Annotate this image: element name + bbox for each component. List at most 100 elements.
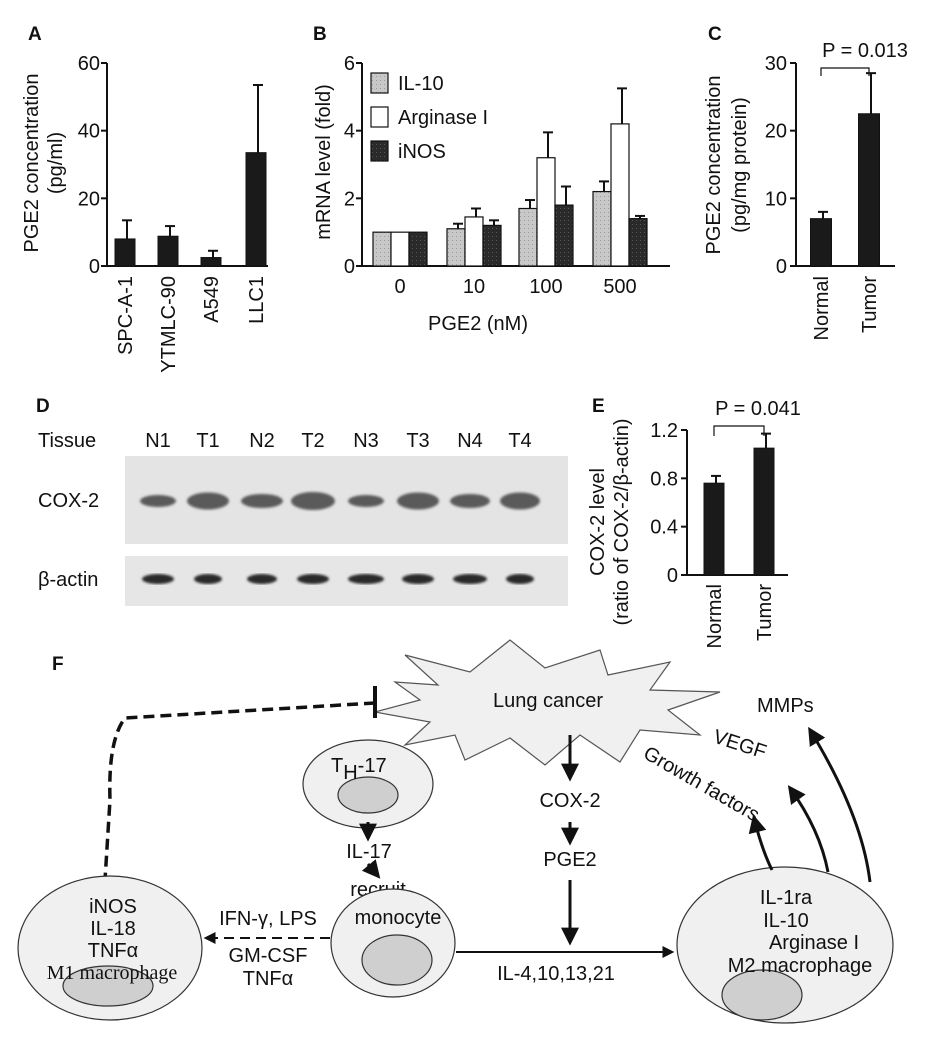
- blot-lane-label: N3: [353, 430, 379, 452]
- chart-b-ytick-label: 0: [344, 256, 355, 278]
- chart-b-bar: [518, 207, 538, 267]
- gmcsf-label: GM-CSF: [229, 945, 308, 967]
- monocyte-nucleus: [361, 934, 433, 986]
- monocyte-label: monocyte: [355, 907, 442, 929]
- chart-b-ytick-label: 6: [344, 53, 355, 75]
- pge2-label: PGE2: [543, 849, 596, 871]
- cox2-label: COX-2: [539, 790, 600, 812]
- chart-a-ytick-label: 20: [78, 188, 100, 210]
- chart-b-legend-label: iNOS: [398, 141, 446, 163]
- tnfa-label: TNFα: [243, 968, 293, 990]
- chart-e-xtick-label: Tumor: [754, 584, 776, 641]
- chart-b-bar: [390, 231, 410, 267]
- chart-b-ylabel: mRNA level (fold): [313, 84, 335, 240]
- th17-nucleus: [337, 776, 399, 814]
- chart-e-ylabel-line2: (ratio of COX-2/β-actin): [611, 418, 633, 625]
- chart-c: PGE2 concentration (pg/mg protein) 01020…: [703, 40, 908, 340]
- blot-cox2-band: [291, 492, 335, 510]
- chart-a: PGE2 concentration (pg/ml) 0204060SPC-A-…: [21, 53, 268, 373]
- chart-b-bar: [592, 190, 612, 267]
- chart-c-xtick-label: Tumor: [859, 276, 881, 333]
- chart-e-ytick-label: 0.8: [650, 468, 678, 490]
- chart-c-bar: [810, 218, 832, 267]
- chart-a-bar: [114, 238, 136, 267]
- chart-e-ytick-label: 0: [667, 565, 678, 587]
- chart-c-p-value: P = 0.013: [822, 40, 908, 62]
- blot-cox2-band: [348, 495, 384, 507]
- chart-b-xlabel: PGE2 (nM): [428, 313, 528, 335]
- chart-b-ytick-label: 2: [344, 188, 355, 210]
- blot-cox2-band: [241, 494, 283, 508]
- chart-a-xtick-label: YTMLC-90: [158, 276, 180, 373]
- chart-b-bar: [554, 204, 574, 267]
- blot-actin-membrane: [125, 556, 568, 606]
- chart-c-ytick-label: 30: [765, 53, 787, 75]
- blot-lane-label: T1: [196, 430, 219, 452]
- arrow-m2-growth-factors: [748, 814, 774, 871]
- blot-actin-band: [402, 574, 434, 584]
- chart-b-legend-swatch: [370, 72, 389, 94]
- panel-label-f: F: [52, 654, 64, 675]
- panel-label-c: C: [708, 24, 722, 45]
- m1-nucleus: [62, 965, 154, 1007]
- chart-c-ytick-label: 20: [765, 121, 787, 143]
- m1-text-1: iNOS: [89, 896, 137, 918]
- blot-lane-label: N1: [145, 430, 171, 452]
- vegf-label: VEGF: [710, 726, 769, 764]
- m1-text-3: TNFα: [88, 940, 138, 962]
- inhibition-dashed-line: [103, 701, 376, 881]
- lung-cancer-label: Lung cancer: [493, 690, 603, 712]
- chart-a-ytick-label: 0: [89, 256, 100, 278]
- m2-text-4: M2 macrophage: [728, 955, 873, 977]
- chart-c-bar: [858, 113, 880, 267]
- chart-b-legend-label: Arginase I: [398, 107, 488, 129]
- chart-a-xtick-label: LLC1: [246, 276, 268, 324]
- blot-actin-band: [348, 574, 384, 584]
- panel-label-e: E: [592, 396, 605, 417]
- chart-c-ylabel-line2: (pg/mg protein): [729, 97, 751, 233]
- blot-actin-band: [247, 574, 277, 584]
- arrow-m2-mmps: [808, 726, 872, 883]
- chart-e-xtick-label: Normal: [704, 584, 726, 648]
- chart-b-bar: [628, 218, 648, 267]
- panel-label-d: D: [36, 396, 50, 417]
- blot-cox2-band: [187, 492, 229, 510]
- panel-label-a: A: [28, 24, 42, 45]
- chart-b-xtick-label: 100: [529, 276, 562, 298]
- blot-actin-band: [297, 574, 329, 584]
- chart-e-bar: [753, 447, 775, 576]
- chart-b-bar: [610, 123, 630, 267]
- chart-b-bar: [372, 231, 392, 267]
- blot-actin-band: [506, 574, 534, 584]
- chart-c-xtick-label: Normal: [811, 276, 833, 340]
- chart-c-ytick-label: 0: [776, 256, 787, 278]
- chart-b-bar: [482, 224, 502, 267]
- chart-e-p-value: P = 0.041: [715, 398, 801, 420]
- chart-c-ytick-label: 10: [765, 188, 787, 210]
- chart-b-xtick-label: 0: [394, 276, 405, 298]
- chart-e-ytick-label: 0.4: [650, 517, 678, 539]
- chart-e-ytick-label: 1.2: [650, 420, 678, 442]
- blot-cox2-band: [397, 492, 439, 510]
- m2-nucleus: [721, 969, 803, 1021]
- m1-text-2: IL-18: [90, 918, 136, 940]
- il-list-label: IL-4,10,13,21: [497, 963, 615, 985]
- blot-actin-band: [194, 574, 222, 584]
- arrow-il17-recruit: [361, 859, 381, 879]
- blot-cox2-label: COX-2: [38, 490, 99, 512]
- blot-cox2-band: [140, 495, 176, 507]
- chart-a-bar: [157, 235, 179, 267]
- chart-a-xtick-label: SPC-A-1: [115, 276, 137, 355]
- arrow-m2-vegf: [787, 785, 830, 873]
- chart-b-legend-label: IL-10: [398, 73, 444, 95]
- chart-a-bar: [200, 257, 222, 267]
- chart-a-bar: [245, 152, 267, 267]
- blot-actin-band: [142, 574, 174, 584]
- chart-e-bar: [703, 482, 725, 576]
- pathway-diagram: Lung cancer TH-17 IL-17 recruit monocyte…: [17, 639, 894, 1024]
- chart-b-legend-swatch: [370, 140, 389, 162]
- chart-b-bar: [536, 157, 556, 267]
